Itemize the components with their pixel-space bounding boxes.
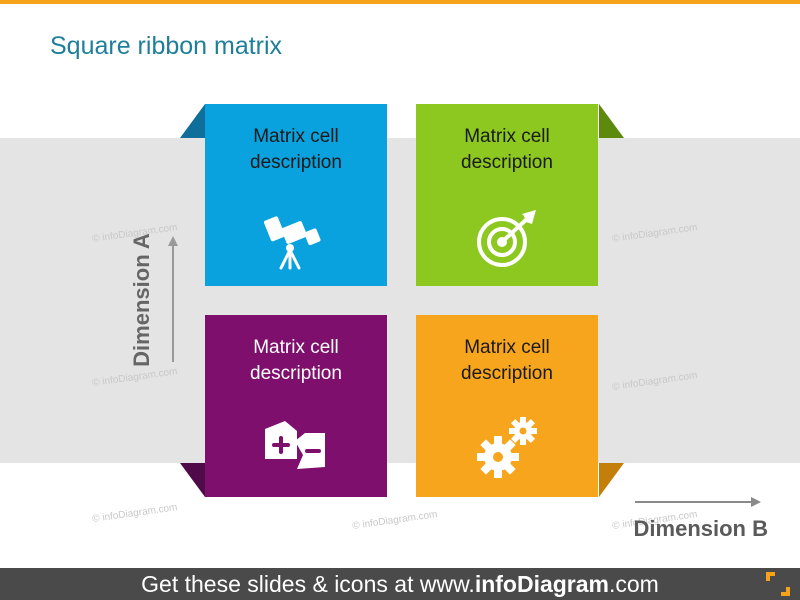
brand-logo-icon: [766, 572, 790, 596]
matrix-cell-top-left: Matrix cell description: [205, 104, 387, 286]
watermark: © infoDiagram.com: [91, 502, 179, 525]
cell-description: Matrix cell description: [250, 337, 342, 384]
cell-description: Matrix cell description: [250, 126, 342, 173]
matrix-cell-bottom-right: Matrix cell description: [416, 315, 598, 497]
ribbon-fold-bottom-right: [599, 463, 624, 497]
top-accent-rule: [0, 0, 800, 4]
ribbon-band: [0, 138, 800, 463]
target-icon: [477, 210, 536, 267]
gears-icon: [477, 417, 537, 478]
arrow-up-icon: [168, 236, 178, 362]
telescope-icon: [263, 216, 321, 270]
arrow-right-icon: [635, 497, 761, 507]
cell-description: Matrix cell description: [461, 126, 553, 173]
dimension-a-label: Dimension A: [129, 233, 154, 367]
dimension-b-label: Dimension B: [633, 516, 768, 541]
slide-title: Square ribbon matrix: [50, 32, 283, 60]
watermark: © infoDiagram.com: [351, 509, 439, 532]
ribbon-fold-bottom-left: [180, 463, 205, 497]
footer-text: Get these slides & icons at www.infoDiag…: [141, 571, 659, 597]
cell-description: Matrix cell description: [461, 337, 553, 384]
matrix-cell-top-right: Matrix cell description: [416, 104, 598, 286]
pros-cons-icon: [265, 421, 325, 469]
ribbon-fold-top-left: [180, 104, 205, 138]
footer-bar: Get these slides & icons at www.infoDiag…: [0, 568, 800, 600]
matrix-cell-bottom-left: Matrix cell description: [205, 315, 387, 497]
ribbon-fold-top-right: [599, 104, 624, 138]
footer-brand: infoDiagram: [474, 571, 609, 597]
